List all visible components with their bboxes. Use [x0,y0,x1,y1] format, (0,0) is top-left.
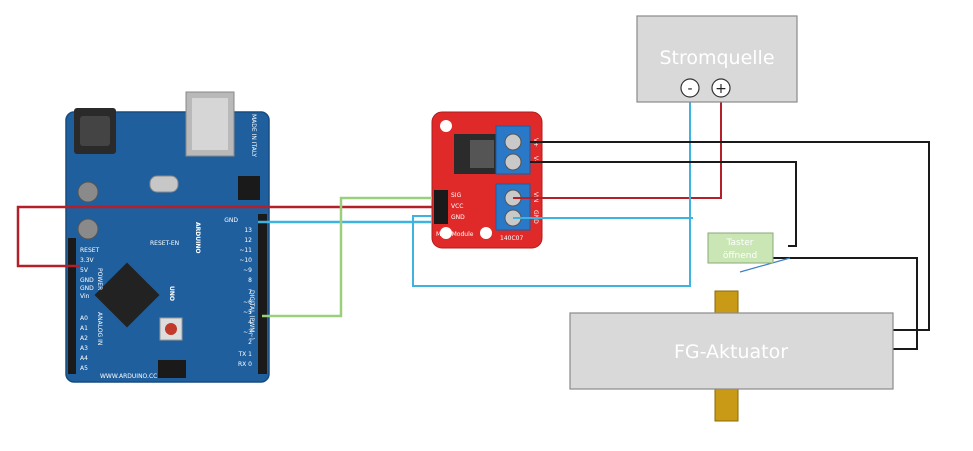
microcontroller-chip [94,262,160,328]
digital-header [258,214,267,374]
capacitor [77,218,99,240]
digital-pin-label: 12 [244,237,252,244]
digital-pin-label: 7 [248,289,252,296]
made-in-label: MADE IN ITALY [250,114,257,157]
power-analog-header [68,238,76,374]
switch-normally-open: Taster öffnend [707,232,774,264]
power-supply-label: Stromquelle [659,47,774,69]
digital-label: DIGITAL (PWM~) [248,290,255,340]
analog-pin-label: A2 [80,335,88,342]
digital-pin-label: ~11 [239,247,252,254]
digital-pin-label: 13 [244,227,252,234]
mosfet-pin-label: VCC [451,203,463,210]
digital-pin-label: ~3 [243,329,252,336]
capacitor [77,181,99,203]
mosfet-pin-label: SIG [451,192,462,199]
mosfet-module: SIG VCC GND MOS Module 140C07 V+ V- VIN … [431,111,543,249]
power-pin-label: Vin [80,293,90,300]
digital-pin-label: ~6 [243,299,252,306]
switch-contact-line [739,257,791,273]
arduino-url: WWW.ARDUINO.CC [100,373,157,380]
digital-pin-label: ~10 [239,257,252,264]
digital-pin-label: 2 [248,339,252,346]
power-pin-label: GND [80,277,94,284]
plus-terminal [711,78,731,98]
analog-pin-label: A5 [80,365,88,372]
black-wire-vminus [530,161,797,247]
actuator-box [569,312,894,390]
switch-label-line1: Taster [726,238,754,248]
power-pin-label: 5V [80,267,89,274]
digital-pin-label: ~5 [243,309,252,316]
blue-wire-supply [412,96,691,287]
mosfet-label: MOS Module [436,231,474,238]
power-label: POWER [96,268,103,290]
digital-pin-label: 8 [248,277,252,284]
analog-pin-label: A3 [80,345,88,352]
black-wire-switch [773,257,918,350]
power-pin-label: 3.3V [80,257,95,264]
analog-label: ANALOG IN [96,312,103,345]
digital-pin-label: RX 0 [238,361,252,368]
analog-pin-label: A1 [80,325,88,332]
power-supply: Stromquelle - + [636,15,798,103]
arduino-model: UNO [168,286,175,301]
red-wire-supply [513,96,722,199]
power-pin-label: RESET [80,247,100,254]
mosfet-code: 140C07 [500,235,523,242]
minus-terminal-label: - [687,81,692,97]
analog-pin-label: A4 [80,355,88,362]
power-pin-label: GND [80,285,94,292]
mosfet-header [434,190,448,224]
plus-terminal-label: + [715,81,727,97]
switch-label-line2: öffnend [723,251,757,261]
red-wire-vcc [16,205,432,268]
digital-pin-label: 4 [248,319,252,326]
black-wire-vplus [530,141,930,331]
arduino-brand: ARDUINO [194,222,201,253]
analog-pin-label: A0 [80,315,88,322]
arduino-board: UNO ARDUINO MADE IN ITALY WWW.ARDUINO.CC… [65,91,270,383]
mosfet-vminus-label: V- [532,156,539,162]
digital-pin-label: TX 1 [238,351,253,358]
green-wire-signal [262,196,432,318]
reset-en-label: RESET-EN [150,240,179,247]
actuator-label: FG-Aktuator [674,341,788,363]
digital-pin-label: GND [224,217,238,224]
minus-terminal [680,78,700,98]
mosfet-pin-label: GND [451,214,465,221]
sma-actuator: FG-Aktuator [569,290,894,422]
digital-pin-label: ~9 [243,267,252,274]
